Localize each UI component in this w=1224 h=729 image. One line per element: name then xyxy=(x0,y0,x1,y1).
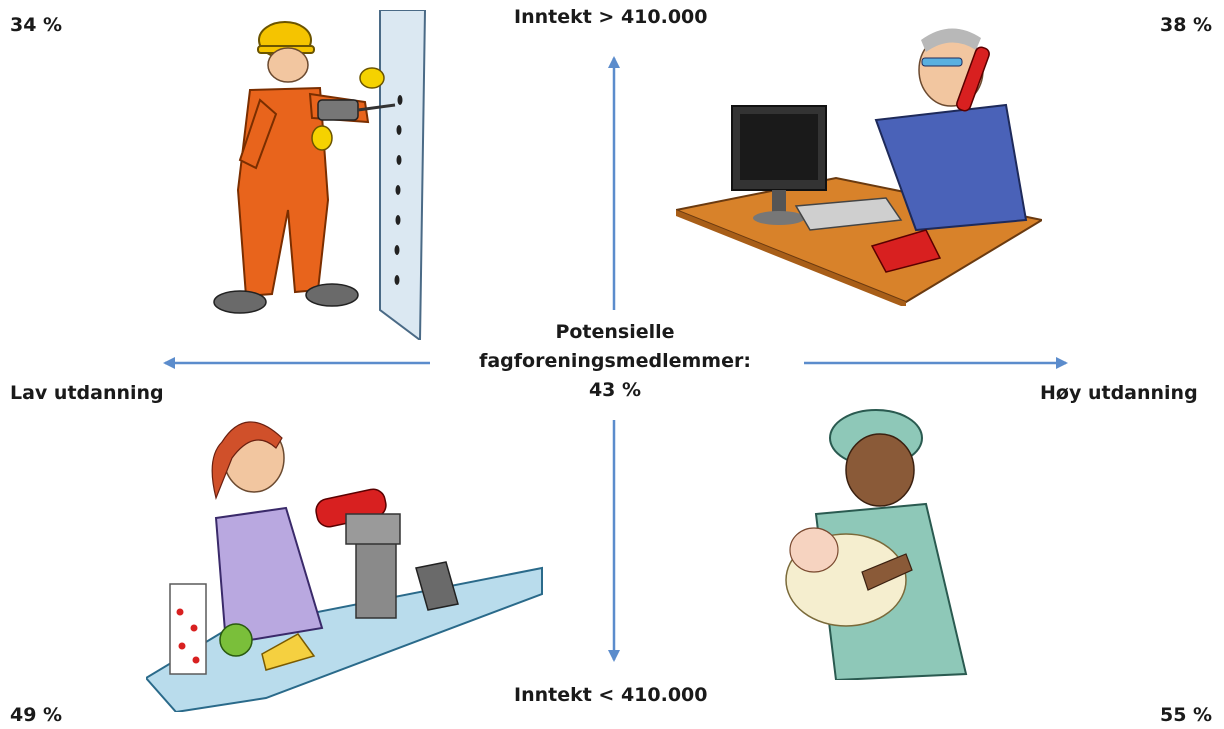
cashier-icon xyxy=(146,421,543,712)
axis-label-right: Høy utdanning xyxy=(1040,382,1198,404)
center-label: Potensielle fagforeningsmedlemmer: 43 % xyxy=(440,318,790,405)
center-line-3: 43 % xyxy=(588,379,642,401)
value-bottom-right: 55 % xyxy=(1160,704,1213,726)
nurse-with-baby-icon xyxy=(785,409,968,680)
value-top-right: 38 % xyxy=(1160,14,1213,36)
value-top-left: 34 % xyxy=(10,14,63,36)
construction-worker-icon xyxy=(213,10,427,340)
axis-label-left: Lav utdanning xyxy=(10,382,164,404)
value-bottom-left: 49 % xyxy=(10,704,63,726)
axis-label-bottom: Inntekt < 410.000 xyxy=(514,684,708,706)
businessman-on-phone-icon xyxy=(676,28,1042,306)
center-line-2: fagforeningsmedlemmer: xyxy=(479,350,751,372)
axis-label-top: Inntekt > 410.000 xyxy=(514,6,708,28)
center-line-1: Potensielle xyxy=(555,321,675,343)
